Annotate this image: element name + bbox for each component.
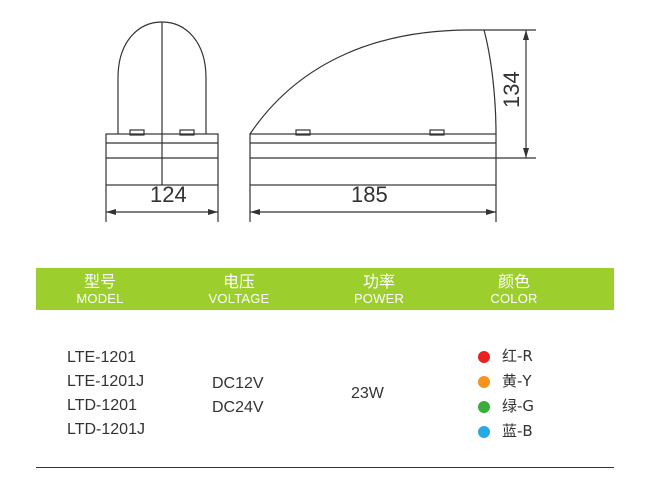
color-label: 绿-G xyxy=(502,397,535,415)
green-dot-icon xyxy=(478,400,490,413)
header-model: 型号 MODEL xyxy=(36,268,164,310)
power-value: 23W xyxy=(351,385,384,402)
color-item-blue: 蓝-B xyxy=(478,419,534,444)
header-voltage: 电压 VOLTAGE xyxy=(164,268,314,310)
side-base xyxy=(249,133,497,186)
color-item-red: 红-R xyxy=(478,344,534,369)
side-tab-right xyxy=(429,129,445,136)
front-base xyxy=(105,133,219,186)
color-label: 红-R xyxy=(502,347,533,365)
model-item: LTE-1201J xyxy=(67,373,145,390)
color-label: 黄-Y xyxy=(502,372,532,390)
technical-drawing: 124 185 134 xyxy=(105,21,536,222)
color-label: 蓝-B xyxy=(502,422,533,440)
header-power-cn: 功率 xyxy=(362,271,395,291)
model-item: LTE-1201 xyxy=(67,349,137,366)
header-color-en: COLOR xyxy=(490,290,538,306)
color-item-yellow: 黄-Y xyxy=(478,369,534,394)
front-tab-left xyxy=(129,129,145,136)
model-list: LTE-1201 LTE-1201J LTD-1201 LTD-1201J xyxy=(67,346,145,442)
side-fin-outline xyxy=(249,29,497,135)
dim-label-height: 134 xyxy=(499,71,524,108)
table-header: 型号 MODEL 电压 VOLTAGE 功率 POWER 颜色 COLOR xyxy=(36,268,614,310)
header-color-cn: 颜色 xyxy=(497,271,530,291)
dim-label-length: 185 xyxy=(351,182,388,207)
header-model-en: MODEL xyxy=(76,290,124,306)
model-item: LTD-1201 xyxy=(67,397,137,414)
voltage-item: DC12V xyxy=(212,375,264,392)
blue-dot-icon xyxy=(478,425,490,438)
color-list: 红-R 黄-Y 绿-G 蓝-B xyxy=(478,344,534,444)
header-color: 颜色 COLOR xyxy=(444,268,584,310)
model-item: LTD-1201J xyxy=(67,421,145,438)
side-tab-left xyxy=(295,129,311,136)
bottom-divider xyxy=(36,467,614,468)
color-item-green: 绿-G xyxy=(478,394,534,419)
red-dot-icon xyxy=(478,350,490,363)
header-voltage-en: VOLTAGE xyxy=(208,290,270,306)
header-power-en: POWER xyxy=(353,290,405,306)
dim-label-width: 124 xyxy=(150,182,187,207)
header-model-cn: 型号 xyxy=(83,271,116,291)
voltage-item: DC24V xyxy=(212,399,264,416)
front-tab-right xyxy=(179,129,195,136)
header-voltage-cn: 电压 xyxy=(222,271,255,291)
voltage-list: DC12V DC24V xyxy=(212,372,264,420)
yellow-dot-icon xyxy=(478,375,490,388)
header-power: 功率 POWER xyxy=(314,268,444,310)
